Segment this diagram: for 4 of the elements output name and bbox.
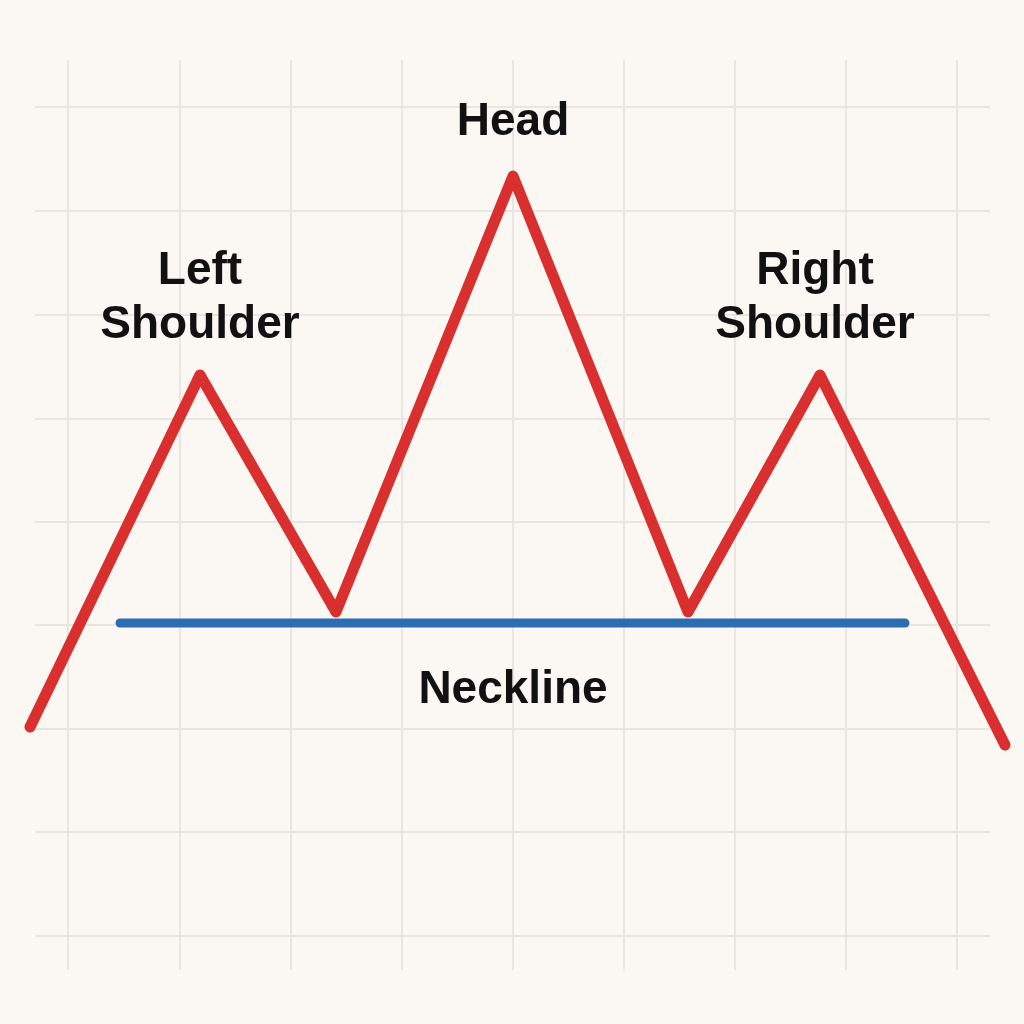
peak-label: Left Shoulder: [99, 241, 301, 349]
line-label: Neckline: [417, 660, 609, 714]
peak-label: Right Shoulder: [714, 241, 916, 349]
peak-label: Head: [455, 92, 571, 146]
